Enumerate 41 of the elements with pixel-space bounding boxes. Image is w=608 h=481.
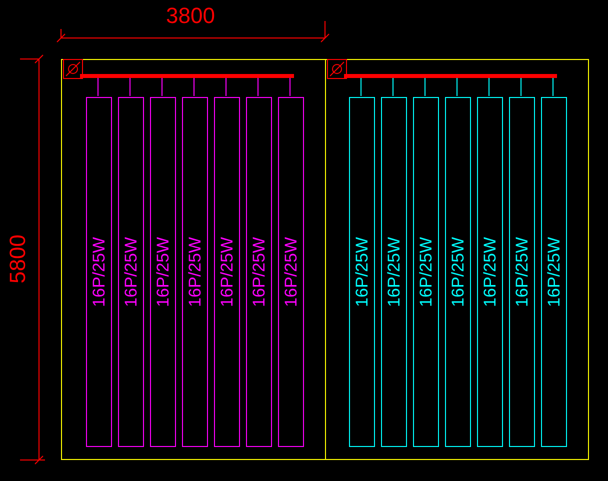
loop-label: 16P/25W bbox=[90, 237, 108, 307]
loop-label: 16P/25W bbox=[386, 237, 402, 307]
room-outline bbox=[61, 59, 326, 460]
loop-label: 16P/25W bbox=[250, 237, 268, 307]
heating-loop bbox=[413, 97, 439, 447]
heating-loop bbox=[509, 97, 535, 447]
feed-line bbox=[520, 78, 522, 96]
loop-label: 16P/25W bbox=[354, 237, 370, 307]
feed-line bbox=[552, 78, 554, 96]
loop-label: 16P/25W bbox=[218, 237, 236, 307]
heating-loop bbox=[214, 97, 240, 447]
heating-loop bbox=[150, 97, 176, 447]
manifold-drawing bbox=[63, 59, 294, 79]
loop-label: 16P/25W bbox=[122, 237, 140, 307]
loop-label: 16P/25W bbox=[546, 237, 562, 307]
loop-label: 16P/25W bbox=[514, 237, 530, 307]
heating-loop bbox=[278, 97, 304, 447]
manifold-drawing bbox=[327, 59, 557, 79]
loop-label: 16P/25W bbox=[154, 237, 172, 307]
heating-loop bbox=[86, 97, 112, 447]
heating-loop bbox=[381, 97, 407, 447]
feed-line bbox=[424, 78, 426, 96]
loop-label: 16P/25W bbox=[482, 237, 498, 307]
heating-loop bbox=[541, 97, 567, 447]
heating-loop bbox=[182, 97, 208, 447]
heating-loop bbox=[445, 97, 471, 447]
room-outline bbox=[325, 59, 589, 460]
loop-label: 16P/25W bbox=[186, 237, 204, 307]
loop-label: 16P/25W bbox=[418, 237, 434, 307]
heating-loop bbox=[118, 97, 144, 447]
feed-line bbox=[360, 78, 362, 96]
dimension-value: 3800 bbox=[166, 4, 215, 28]
heating-loop bbox=[246, 97, 272, 447]
feed-line bbox=[392, 78, 394, 96]
feed-line bbox=[488, 78, 490, 96]
loop-label: 16P/25W bbox=[282, 237, 300, 307]
heating-loop bbox=[349, 97, 375, 447]
loop-label: 16P/25W bbox=[450, 237, 466, 307]
feed-line bbox=[456, 78, 458, 96]
dimension-value: 5800 bbox=[6, 234, 30, 284]
heating-loop bbox=[477, 97, 503, 447]
